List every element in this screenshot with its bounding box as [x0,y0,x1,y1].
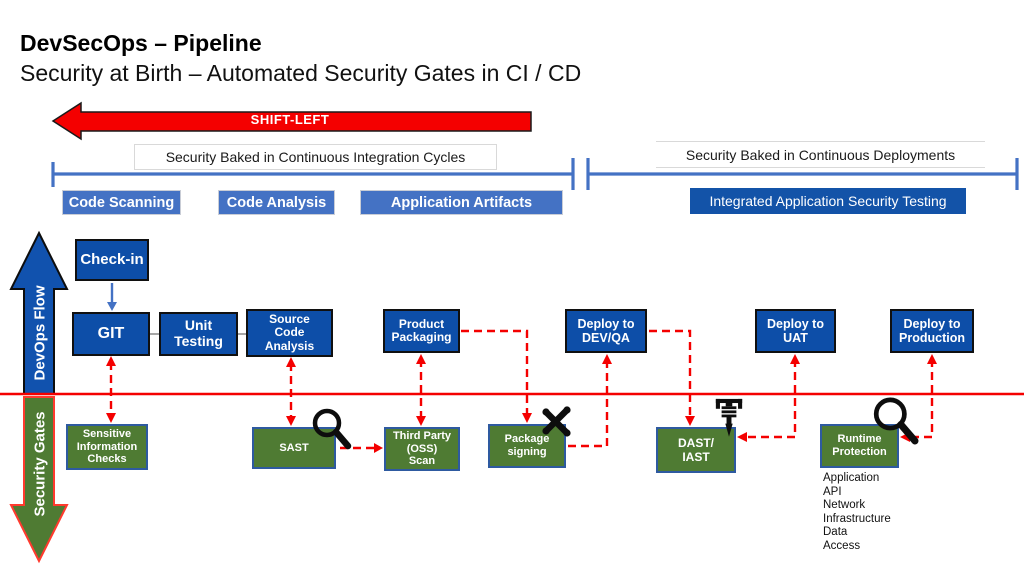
pipeline-box-deploy-devqa: Deploy to DEV/QA [565,309,647,353]
runtime-scope-item: Network [823,499,866,511]
stage-label-code-analysis: Code Analysis [218,190,335,215]
pipeline-box-product-packaging: Product Packaging [383,309,460,353]
jackhammer-icon [715,398,743,437]
pipeline-box-unit-testing: Unit Testing [159,312,238,356]
shift-left-arrow [51,101,532,141]
page-title: DevSecOps – Pipeline [20,30,262,56]
magnifier-icon [873,397,919,445]
runtime-scope-item: Application [823,472,880,484]
signing-devqa-connector [568,360,609,448]
gate-box-dast-iast: DAST/ IAST [656,427,736,473]
devqa-dast-connector [649,329,692,420]
runtime-scope-item: Data [823,526,848,538]
pipeline-box-git: GIT [72,312,150,356]
runtime-scope-item: Infrastructure [823,512,891,525]
gate-box-package-signing: Package signing [488,424,566,468]
uat-dast-connector [744,359,797,439]
magnifier-icon [312,408,352,450]
ci-bracket [51,158,575,190]
runtime-scope-item: API [823,485,842,498]
gate-box-third-party-oss-scan: Third Party (OSS) Scan [384,427,460,471]
cd-caption: Security Baked in Continuous Deployments [656,141,985,168]
runtime-scope-list: Application API Network Infrastructure D… [823,472,891,553]
pipeline-box-deploy-uat: Deploy to UAT [755,309,836,353]
stage-label-application-artifacts: Application Artifacts [360,190,563,215]
security-gates-label: Security Gates [31,411,49,517]
runtime-scope-item: Access [823,539,861,552]
checkin-git-connector [107,283,117,311]
stage-label-code-scanning: Code Scanning [62,190,181,215]
pipeline-box-deploy-production: Deploy to Production [890,309,974,353]
cd-bracket [586,158,1019,190]
devops-flow-label: DevOps Flow [31,285,49,381]
pipeline-box-checkin: Check-in [75,239,149,281]
security-gates-arrow [9,396,69,564]
ci-caption: Security Baked in Continuous Integration… [134,144,497,170]
connector-arrowheads [106,354,937,453]
shift-left-label: SHIFT-LEFT [250,112,330,127]
pipeline-box-source-code-analysis: Source Code Analysis [246,309,333,357]
crossed-tools-icon [542,406,571,437]
packaging-signing-connector [461,329,529,417]
gate-box-sensitive-information-checks: Sensitive Information Checks [66,424,148,470]
page-subtitle: Security at Birth – Automated Security G… [20,60,582,86]
gate-box-runtime-protection: Runtime Protection [820,424,899,468]
stage-label-integrated-app-security-testing: Integrated Application Security Testing [690,188,966,214]
